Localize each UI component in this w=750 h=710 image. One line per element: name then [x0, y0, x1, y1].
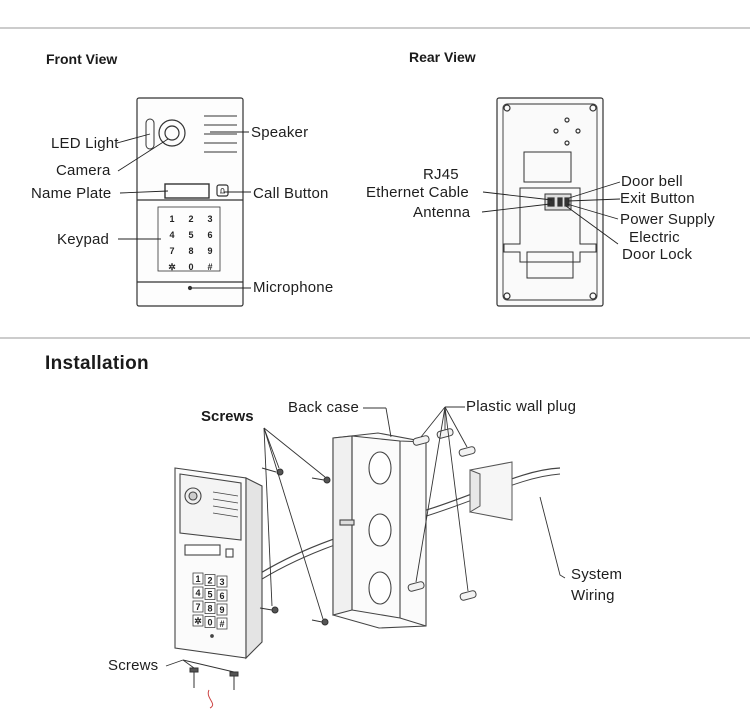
label-rj45: RJ45	[423, 166, 459, 183]
call-button	[216, 184, 229, 197]
keypad-key-2: 2	[188, 214, 193, 224]
label-led-light: LED Light	[51, 135, 119, 152]
keypad-key-6: 6	[207, 230, 212, 240]
keypad-key-box	[216, 589, 228, 602]
wall-recess	[469, 461, 513, 521]
keypad-key-1: 1	[169, 214, 174, 224]
label-electric: Electric	[629, 229, 680, 246]
keypad-key-3: 3	[207, 214, 212, 224]
keypad-key-box	[192, 572, 204, 585]
rear-panel	[496, 97, 604, 307]
back-case	[332, 432, 427, 629]
label-door-lock: Door Lock	[622, 246, 693, 263]
label-antenna: Antenna	[413, 204, 471, 221]
keypad-key-8: 8	[188, 246, 193, 256]
system-wiring-leader	[539, 496, 566, 579]
keypad-key-hash: #	[207, 262, 212, 272]
label-wiring: Wiring	[571, 587, 615, 604]
keypad-key-4: 4	[195, 588, 200, 598]
label-call-button: Call Button	[253, 185, 329, 202]
keypad-key-box	[192, 600, 204, 613]
label-camera: Camera	[56, 162, 111, 179]
keypad-key-hash: #	[219, 619, 224, 629]
keypad-key-box	[204, 602, 216, 614]
keypad-key-star: ✲	[168, 262, 176, 272]
keypad-key-star: ✲	[194, 616, 202, 626]
keypad-key-5: 5	[188, 230, 193, 240]
keypad-key-6: 6	[219, 591, 224, 601]
label-screws-top: Screws	[201, 408, 254, 425]
keypad-key-box	[216, 603, 228, 616]
keypad-key-box	[204, 574, 216, 586]
bottom-screws-leader	[165, 659, 235, 673]
wall-plug-leaders	[415, 406, 469, 592]
keypad-key-box	[216, 617, 228, 630]
front-panel	[136, 97, 244, 307]
rear-view-title: Rear View	[409, 49, 476, 65]
front-leader-lines	[116, 131, 251, 289]
label-speaker: Speaker	[251, 124, 309, 141]
label-ethernet-cable: Ethernet Cable	[366, 184, 469, 201]
speaker-grille	[204, 115, 237, 153]
led-light	[145, 118, 155, 150]
label-screws-bottom: Screws	[108, 657, 159, 674]
keypad-key-3: 3	[219, 577, 224, 587]
door-station-unit	[174, 467, 263, 660]
keypad-key-0: 0	[207, 618, 212, 628]
label-plastic-wall-plug: Plastic wall plug	[466, 398, 577, 415]
label-microphone: Microphone	[253, 279, 334, 296]
front-view-title: Front View	[46, 51, 118, 67]
bottom-screws	[189, 667, 239, 709]
label-keypad: Keypad	[57, 231, 110, 248]
label-door-bell: Door bell	[621, 173, 683, 190]
keypad-key-8: 8	[207, 604, 212, 614]
keypad-key-box	[192, 614, 204, 627]
wall-plugs	[407, 428, 477, 601]
label-system: System	[571, 566, 623, 583]
front-keypad-keys: 1 2 3 4 5 6 7 8 9 ✲ 0 #	[168, 214, 212, 272]
keypad-key-1: 1	[195, 574, 200, 584]
screws-leader-lines	[263, 427, 326, 620]
keypad-key-box	[192, 586, 204, 599]
top-screws	[259, 467, 331, 626]
keypad-key-0: 0	[188, 262, 193, 272]
keypad-key-5: 5	[207, 590, 212, 600]
camera-lens	[158, 119, 186, 147]
keypad-key-7: 7	[195, 602, 200, 612]
keypad-key-box	[204, 588, 216, 600]
label-power-supply: Power Supply	[620, 211, 715, 228]
keypad-key-9: 9	[207, 246, 212, 256]
microphone-hole	[187, 285, 193, 291]
keypad-key-box	[216, 575, 228, 588]
keypad-key-4: 4	[169, 230, 174, 240]
back-case-leader	[363, 407, 392, 438]
label-back-case: Back case	[288, 399, 359, 416]
rear-leader-lines	[481, 181, 621, 245]
installation-title: Installation	[45, 353, 149, 374]
label-name-plate: Name Plate	[31, 185, 112, 202]
keypad-key-2: 2	[207, 576, 212, 586]
keypad-key-9: 9	[219, 605, 224, 615]
keypad-key-box	[204, 616, 216, 628]
keypad-key-7: 7	[169, 246, 174, 256]
label-exit-button: Exit Button	[620, 190, 695, 207]
